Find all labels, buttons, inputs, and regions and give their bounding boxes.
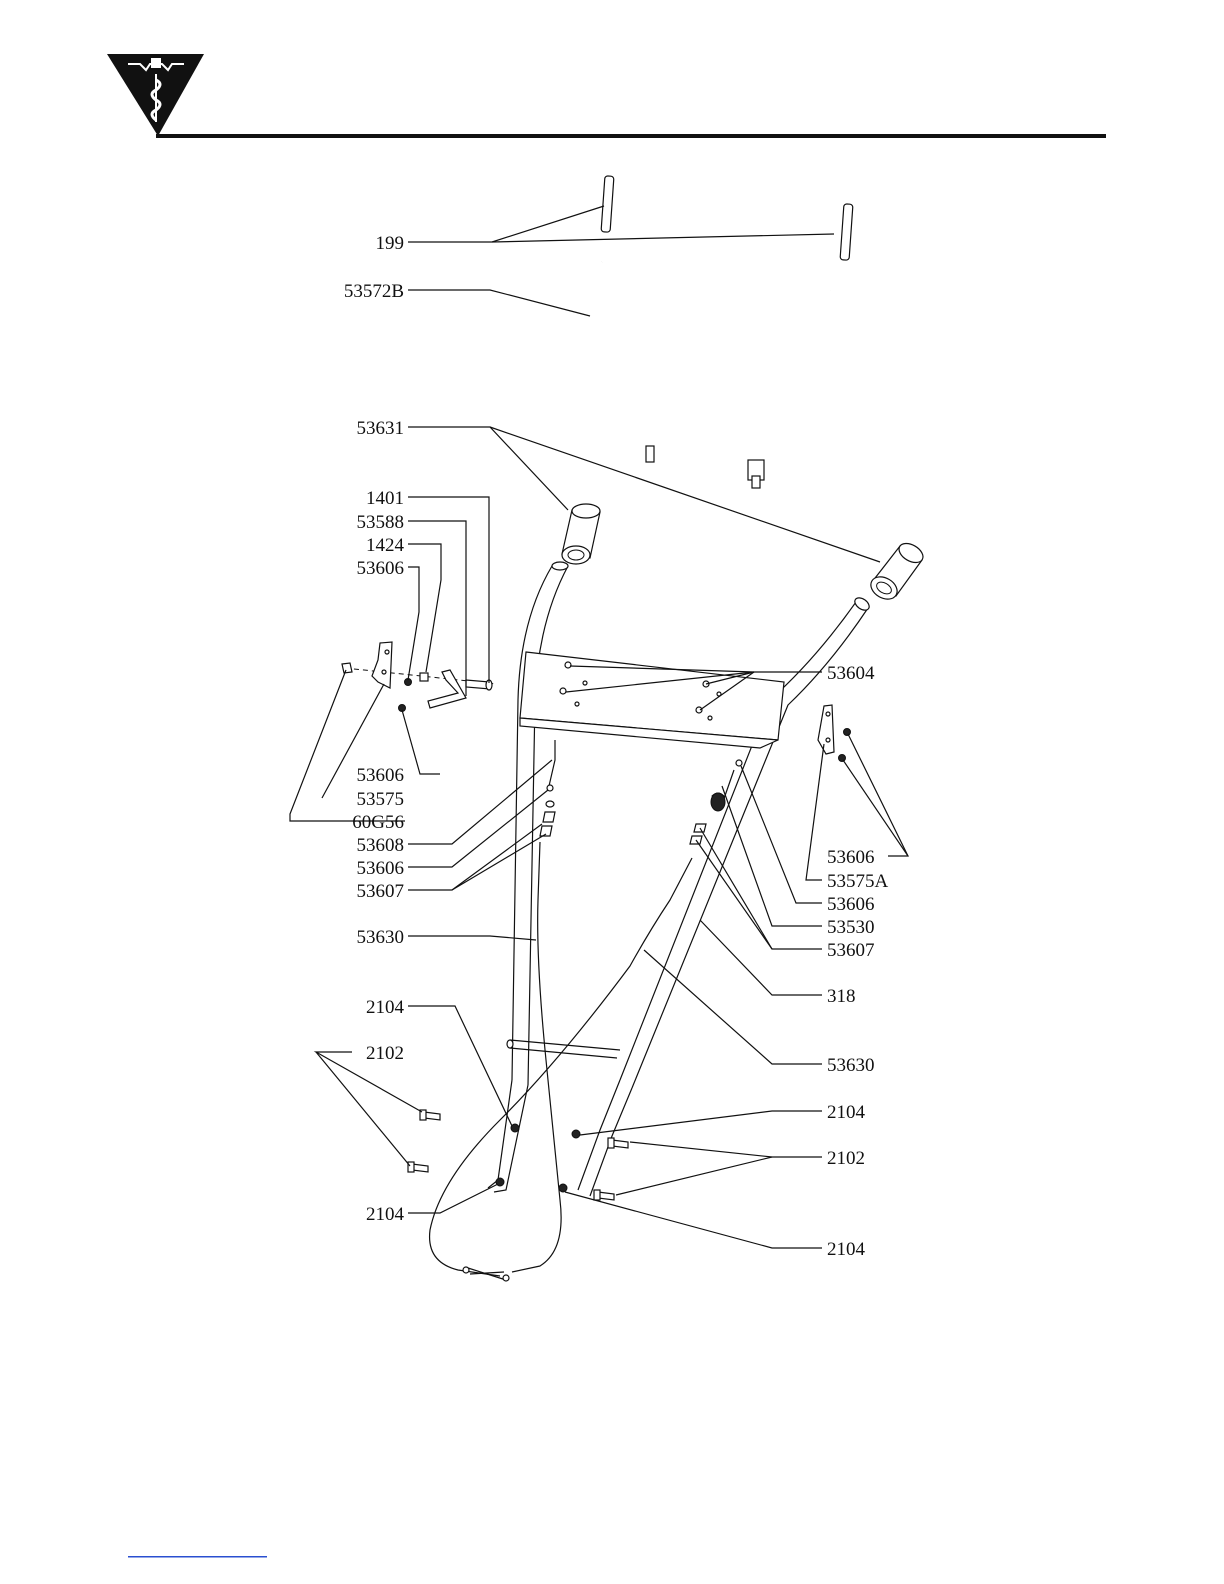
part-labels-left: 199 53572B 53631 1401 53588 1424 53606 5… bbox=[344, 233, 405, 1225]
label-53606-b: 53606 bbox=[357, 765, 405, 786]
label-53606-d: 53606 bbox=[827, 847, 875, 868]
label-53575A: 53575A bbox=[827, 871, 889, 892]
label-60G56: 60G56 bbox=[352, 812, 404, 833]
label-2104-a: 2104 bbox=[366, 997, 405, 1018]
control-panel-plate bbox=[520, 652, 784, 748]
label-1401: 1401 bbox=[366, 488, 404, 509]
foam-grip-53631-left bbox=[562, 504, 600, 564]
label-2104-b: 2104 bbox=[366, 1204, 405, 1225]
label-1424: 1424 bbox=[366, 535, 405, 556]
label-2104-d: 2104 bbox=[827, 1239, 866, 1260]
lower-fasteners bbox=[408, 1110, 628, 1200]
label-53607-b: 53607 bbox=[827, 940, 875, 961]
label-53575: 53575 bbox=[357, 789, 405, 810]
label-199: 199 bbox=[376, 233, 405, 254]
label-53630-b: 53630 bbox=[827, 1055, 875, 1076]
left-link-parts bbox=[540, 740, 555, 836]
header-rule bbox=[156, 134, 1106, 138]
label-53606-a: 53606 bbox=[357, 558, 405, 579]
label-53572B: 53572B bbox=[344, 281, 404, 302]
label-2102-b: 2102 bbox=[827, 1148, 865, 1169]
grip-199-left bbox=[601, 176, 614, 232]
label-53606-c: 53606 bbox=[357, 858, 405, 879]
label-2104-c: 2104 bbox=[827, 1102, 866, 1123]
label-318: 318 bbox=[827, 986, 856, 1007]
foam-grip-53631-right bbox=[867, 540, 926, 604]
footer-link-rule bbox=[128, 1556, 267, 1558]
label-53606-e: 53606 bbox=[827, 894, 875, 915]
control-bail-53572B bbox=[589, 262, 830, 488]
right-spring-parts bbox=[690, 760, 742, 844]
label-53631: 53631 bbox=[357, 418, 405, 439]
left-bracket-group bbox=[342, 642, 497, 712]
label-53604: 53604 bbox=[827, 663, 875, 684]
label-53608: 53608 bbox=[357, 835, 405, 856]
grip-199-right bbox=[840, 204, 853, 260]
label-53530: 53530 bbox=[827, 917, 875, 938]
label-53588: 53588 bbox=[357, 512, 405, 533]
label-53630: 53630 bbox=[357, 927, 405, 948]
label-53607: 53607 bbox=[357, 881, 405, 902]
label-2102-a: 2102 bbox=[366, 1043, 404, 1064]
auger-triangle-icon bbox=[107, 54, 204, 136]
